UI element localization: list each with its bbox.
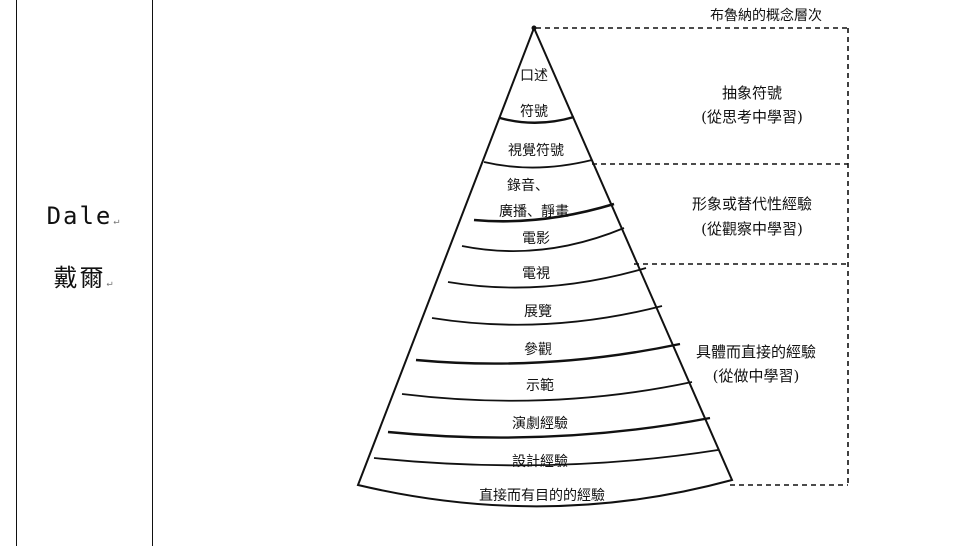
cone-divider bbox=[431, 305, 663, 326]
author-name-chinese: 戴爾↵ bbox=[18, 258, 150, 293]
cone-layer-label: 錄音、 bbox=[507, 177, 549, 194]
author-name: Dale↵ bbox=[18, 202, 150, 230]
paragraph-mark: ↵ bbox=[106, 278, 115, 289]
cone-layer-label: 示範 bbox=[526, 377, 554, 394]
author-name-text: Dale bbox=[46, 202, 113, 230]
level-subtitle: (從觀察中學習) bbox=[701, 220, 803, 238]
cone-divider bbox=[373, 449, 719, 467]
paragraph-mark: ↵ bbox=[113, 216, 122, 227]
cone-outline bbox=[356, 25, 734, 508]
cone-divider bbox=[415, 342, 681, 365]
cone-divider bbox=[499, 115, 575, 124]
cone-divider bbox=[387, 416, 711, 439]
cone-divider bbox=[483, 159, 593, 169]
cone-layer-label: 視覺符號 bbox=[508, 143, 564, 159]
level-subtitle: (從做中學習) bbox=[713, 367, 800, 385]
level-title: 具體而直接的經驗 bbox=[696, 343, 816, 361]
cone-layer-label: 演劇經驗 bbox=[512, 416, 568, 432]
cone-divider bbox=[461, 227, 625, 253]
cone-layer-label: 口述 bbox=[520, 68, 548, 84]
cone-layer-label: 展覽 bbox=[524, 304, 552, 320]
cone-layer-label: 直接而有目的的經驗 bbox=[479, 487, 605, 504]
cone-divider bbox=[447, 267, 647, 289]
author-name-chinese-text: 戴爾 bbox=[53, 264, 106, 292]
level-title: 抽象符號 bbox=[722, 84, 782, 102]
cone-divider bbox=[401, 381, 693, 402]
cone-layer-label: 廣播、靜畫 bbox=[499, 203, 569, 220]
table-border-left bbox=[16, 0, 17, 546]
cone-layer-label: 電影 bbox=[522, 231, 550, 247]
diagram-top-label: 布魯納的概念層次 bbox=[710, 7, 822, 24]
level-subtitle: (從思考中學習) bbox=[701, 108, 803, 126]
cone-apex-dot bbox=[531, 25, 537, 31]
cone-layer-label: 設計經驗 bbox=[512, 454, 568, 470]
level-title: 形象或替代性經驗 bbox=[692, 195, 812, 213]
cone-divider bbox=[473, 202, 615, 223]
table-column-divider bbox=[152, 0, 153, 546]
cone-layer-label: 參觀 bbox=[524, 342, 552, 358]
cone-layer-label: 電視 bbox=[522, 266, 550, 282]
cone-layer-label: 符號 bbox=[520, 104, 548, 120]
